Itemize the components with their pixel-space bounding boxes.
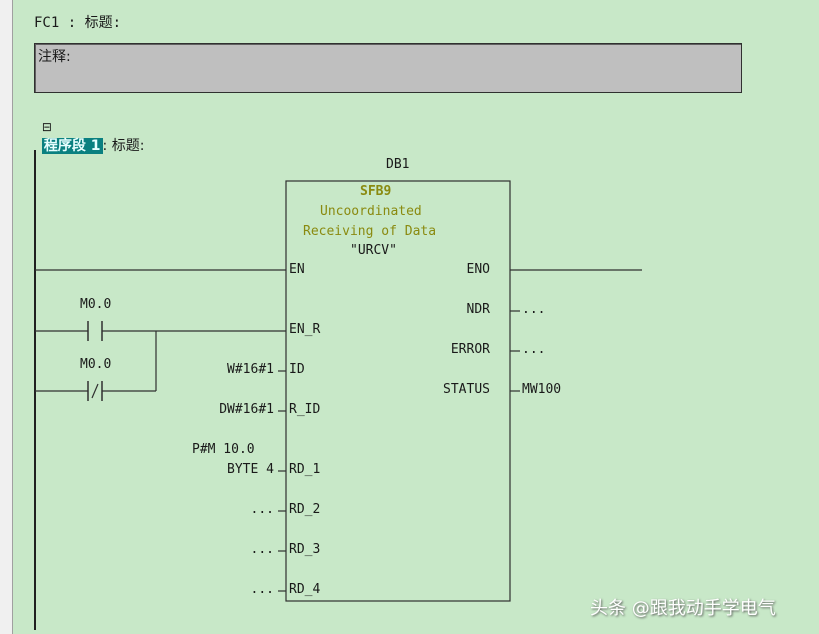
param-rd-2[interactable]: ... — [250, 502, 274, 517]
pin-en: EN — [289, 262, 305, 277]
pin-id: ID — [289, 362, 305, 377]
param-rd-3[interactable]: ... — [250, 542, 274, 557]
comment-label: 注释: — [38, 49, 71, 65]
pin-rd-3: RD_3 — [289, 542, 321, 557]
pin-status: STATUS — [443, 382, 490, 397]
editor-left-margin — [0, 0, 13, 634]
nc-contact-slash — [91, 383, 99, 399]
param-rd-1[interactable]: BYTE 4 — [227, 462, 274, 477]
watermark: 头条 @跟我动手学电气 — [590, 598, 776, 619]
pin-error: ERROR — [450, 342, 490, 357]
param-r-id[interactable]: DW#16#1 — [219, 402, 274, 417]
network-label[interactable]: 程序段 1 — [41, 138, 103, 154]
param-ndr[interactable]: ... — [522, 302, 546, 317]
instance-db[interactable]: DB1 — [386, 157, 410, 172]
comment-box[interactable]: 注释: — [34, 43, 742, 93]
pin-rd-1: RD_1 — [289, 462, 321, 477]
block-title[interactable]: FC1 : 标题: — [34, 15, 122, 31]
param-rd-1-pointer[interactable]: P#M 10.0 — [192, 442, 255, 457]
param-error[interactable]: ... — [522, 342, 546, 357]
pin-r-id: R_ID — [289, 402, 321, 417]
param-id[interactable]: W#16#1 — [227, 362, 274, 377]
param-rd-4[interactable]: ... — [250, 582, 274, 597]
fb-symbol: "URCV" — [350, 243, 397, 258]
fb-description: Receiving of Data — [303, 224, 437, 239]
contact-address[interactable]: M0.0 — [80, 297, 112, 312]
network-header[interactable]: ⊟ 程序段 1: 标题: — [33, 103, 144, 155]
contact-address[interactable]: M0.0 — [80, 357, 112, 372]
network-title: : 标题: — [102, 138, 145, 154]
pin-eno: ENO — [466, 262, 490, 277]
fb-description: Uncoordinated — [320, 204, 422, 219]
param-status[interactable]: MW100 — [522, 382, 562, 397]
collapse-icon[interactable]: ⊟ — [41, 120, 52, 134]
pin-ndr: NDR — [466, 302, 490, 317]
fb-name: SFB9 — [360, 184, 392, 199]
pin-rd-4: RD_4 — [289, 582, 321, 597]
pin-en-r: EN_R — [289, 322, 321, 337]
pin-rd-2: RD_2 — [289, 502, 321, 517]
